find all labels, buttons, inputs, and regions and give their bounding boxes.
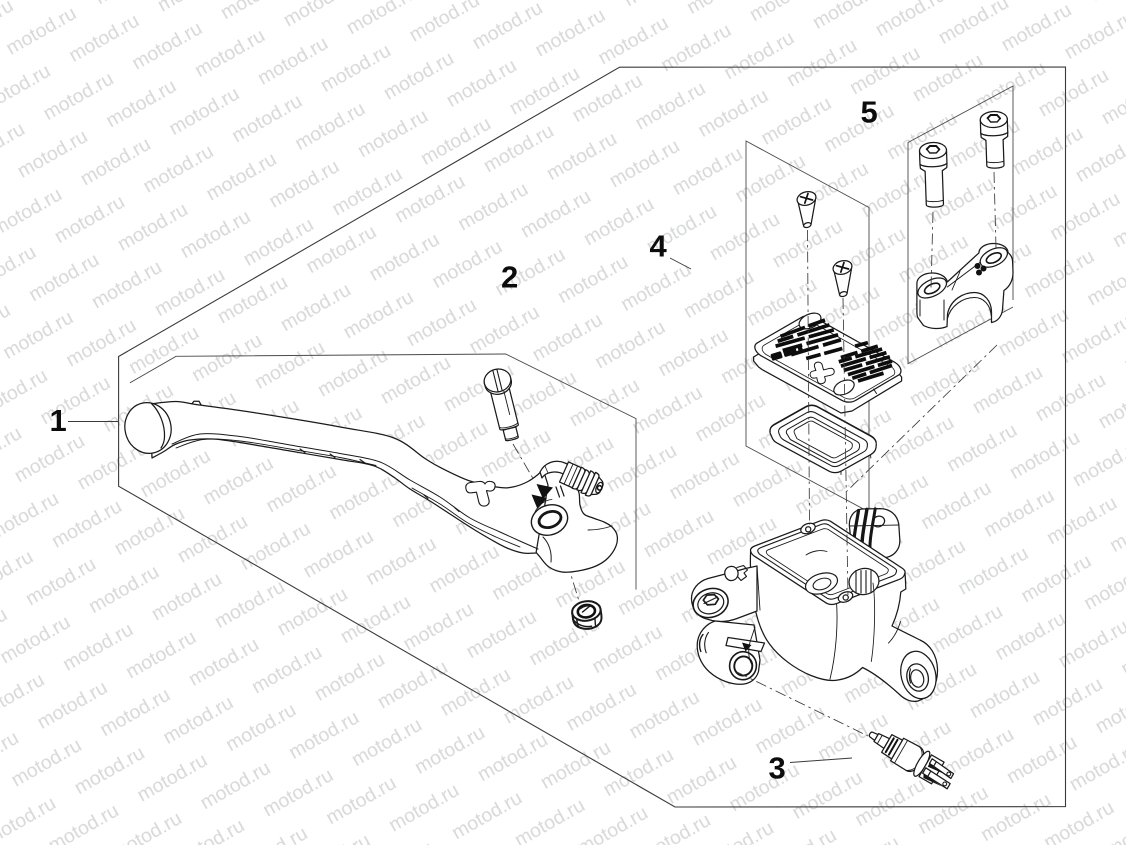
svg-text:1: 1 — [50, 403, 67, 438]
svg-text:4: 4 — [650, 229, 668, 264]
svg-text:3: 3 — [769, 751, 786, 786]
svg-text:5: 5 — [861, 95, 878, 130]
svg-text:2: 2 — [501, 260, 518, 295]
